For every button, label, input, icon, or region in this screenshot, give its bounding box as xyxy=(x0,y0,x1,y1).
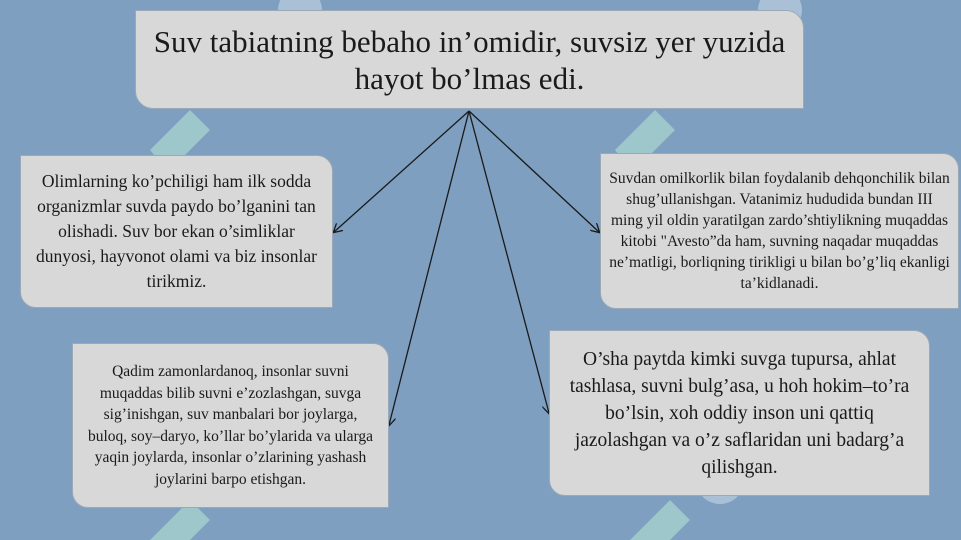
right-top-text: Suvdan omilkorlik bilan foydalanib dehqo… xyxy=(609,170,950,292)
arrow-to-left-top-box xyxy=(334,110,470,232)
title-text: Suv tabiatning bebaho in’omidir, suvsiz … xyxy=(153,23,786,96)
right-bottom-text: O’sha paytda kimki suvga tupursa, ahlat … xyxy=(569,348,910,478)
right-bottom-box: O’sha paytda kimki suvga tupursa, ahlat … xyxy=(549,330,930,496)
title-box: Suv tabiatning bebaho in’omidir, suvsiz … xyxy=(135,10,804,109)
arrow-to-left-bottom-box xyxy=(389,110,470,425)
left-top-text: Olimlarning ko’pchiligi ham ilk sodda or… xyxy=(36,171,317,291)
right-top-box: Suvdan omilkorlik bilan foydalanib dehqo… xyxy=(600,153,959,309)
left-bottom-box: Qadim zamonlardanoq, insonlar suvni muqa… xyxy=(72,343,389,508)
arrow-to-right-top-box xyxy=(468,110,599,232)
arrow-to-right-bottom-box xyxy=(468,110,549,413)
left-top-box: Olimlarning ko’pchiligi ham ilk sodda or… xyxy=(20,155,333,308)
left-bottom-text: Qadim zamonlardanoq, insonlar suvni muqa… xyxy=(87,363,374,488)
